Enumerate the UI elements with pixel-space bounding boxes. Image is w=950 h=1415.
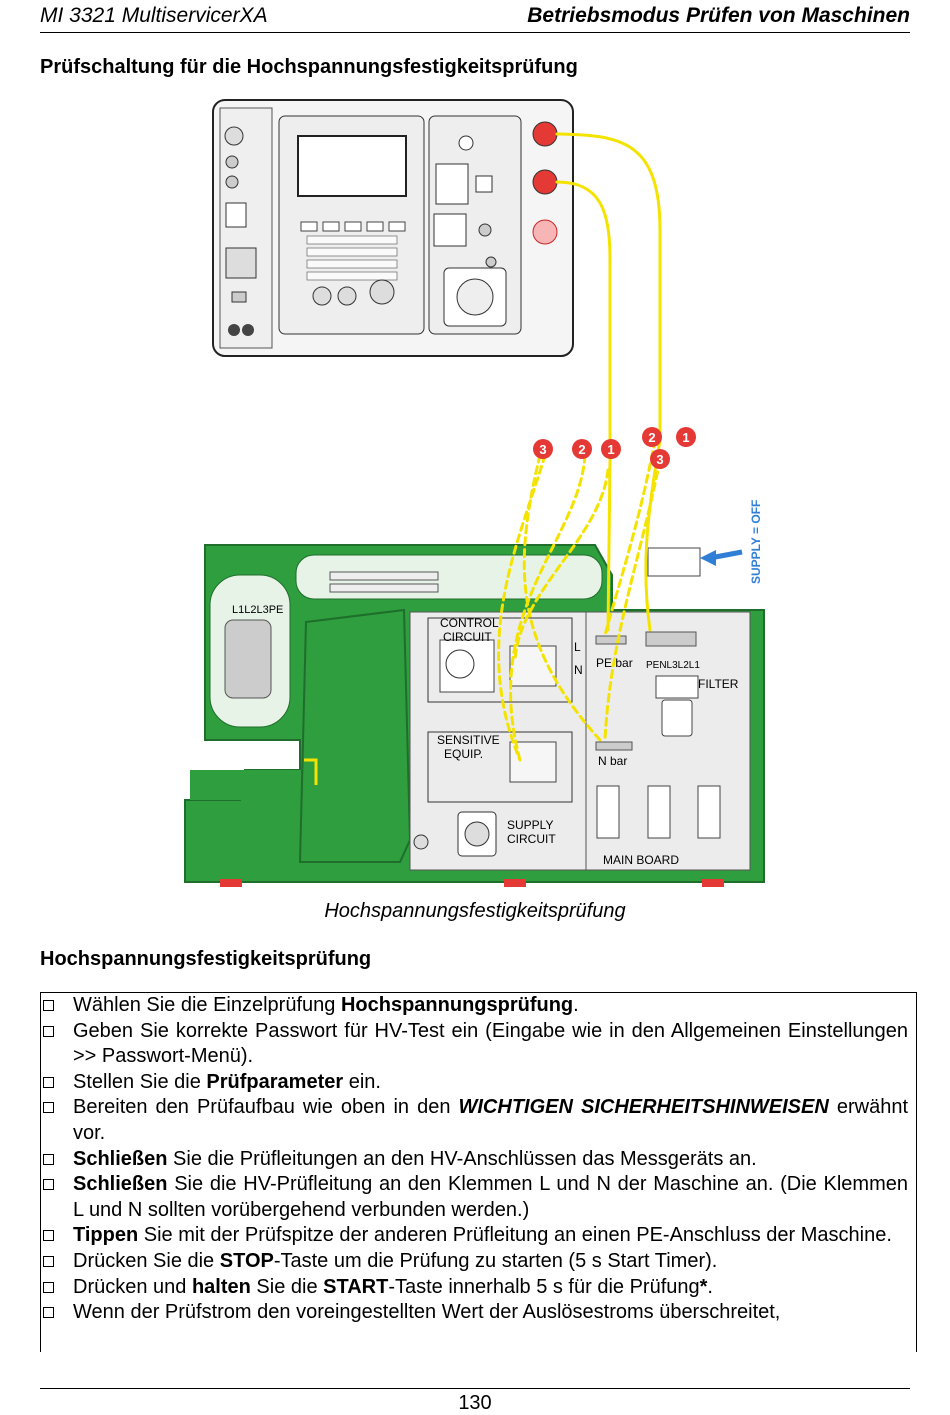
marker-label: 3 — [539, 442, 546, 457]
step-text: Wenn der Prüfstrom den voreingestellten … — [73, 1301, 781, 1324]
checkbox-bullet-icon — [43, 1076, 54, 1088]
step-text: Sie die — [250, 1275, 324, 1298]
step-text: -Taste um die Prüfung zu starten (5 s St… — [273, 1249, 718, 1272]
step-text: STOP — [219, 1249, 274, 1272]
test-leads — [497, 132, 662, 762]
step-text: Drücken und — [73, 1275, 192, 1298]
label-control-circuit: CONTROL — [440, 616, 499, 630]
label-n: N — [574, 663, 583, 677]
procedure-step: Schließen Sie die Prüfleitungen an den H… — [41, 1147, 916, 1173]
step-text: . — [573, 994, 579, 1016]
procedure-step: Stellen Sie die Prüfparameter ein. — [41, 1070, 916, 1096]
step-text: Schließen — [73, 1173, 168, 1196]
label-sensitive-equip: EQUIP. — [444, 747, 483, 761]
test-circuit-figure: 3 2 1 2 1 3 CONTROL CIRCUIT SENSITIVE EQ… — [180, 95, 780, 895]
page-footer-rule — [40, 1388, 910, 1389]
subsection-title: Hochspannungsfestigkeitsprüfung — [40, 948, 372, 970]
step-text: Tippen — [73, 1224, 139, 1247]
checkbox-bullet-icon — [43, 1255, 54, 1267]
checkbox-bullet-icon — [43, 1179, 54, 1191]
step-text: WICHTIGEN SICHERHEITSHINWEISEN — [458, 1096, 829, 1119]
header-chapter-title: Betriebsmodus Prüfen von Maschinen — [527, 4, 910, 27]
step-text: START — [323, 1275, 389, 1298]
procedure-step: Tippen Sie mit der Prüfspitze der andere… — [41, 1223, 916, 1249]
step-text: Geben Sie korrekte Passwort für HV-Test … — [73, 1019, 908, 1068]
instrument-illustration — [212, 99, 574, 357]
label-filter: FILTER — [698, 677, 739, 691]
step-text: halten — [191, 1275, 251, 1298]
lead-markers: 3 2 1 2 1 3 — [533, 427, 696, 469]
page-header: MI 3321 MultiservicerXA Betriebsmodus Pr… — [40, 2, 910, 33]
label-sensitive-equip: SENSITIVE — [437, 733, 500, 747]
label-pe-bar: PE bar — [596, 656, 633, 670]
step-text: * — [699, 1275, 708, 1298]
procedure-step: Geben Sie korrekte Passwort für HV-Test … — [41, 1019, 916, 1070]
label-terminals-l1l2l3pe: L1L2L3PE — [232, 604, 283, 616]
step-text: Sie die Prüfleitungen an den HV-Anschlüs… — [167, 1147, 757, 1170]
header-device-name: MI 3321 MultiservicerXA — [40, 4, 268, 27]
label-main-board: MAIN BOARD — [603, 853, 679, 867]
procedure-step: Drücken Sie die STOP-Taste um die Prüfun… — [41, 1249, 916, 1275]
checkbox-bullet-icon — [43, 1307, 54, 1319]
procedure-step: Drücken und halten Sie die START-Taste i… — [41, 1275, 916, 1301]
step-text: ein. — [343, 1070, 381, 1093]
page-number: 130 — [458, 1392, 492, 1414]
marker-label: 2 — [578, 442, 585, 457]
step-text: -Taste innerhalb 5 s für die Prüfung — [388, 1275, 700, 1298]
step-text: Bereiten den Prüfaufbau wie oben in den — [73, 1096, 459, 1119]
step-text: Sie die HV-Prüfleitung an den Klemmen L … — [73, 1173, 908, 1221]
marker-label: 1 — [607, 442, 614, 457]
label-l: L — [574, 640, 581, 654]
step-text: Schließen — [73, 1147, 168, 1170]
machine-illustration — [184, 544, 765, 887]
procedure-step: Wählen Sie die Einzelprüfung Hochspannun… — [41, 993, 916, 1019]
label-terminals-penl: PENL3L2L1 — [646, 660, 700, 671]
label-n-bar: N bar — [598, 754, 627, 768]
step-text: Prüfparameter — [206, 1070, 344, 1093]
step-text: Wählen Sie die Einzelprüfung — [73, 994, 341, 1016]
step-text: Hochspannungsprüfung — [340, 994, 574, 1016]
procedure-step: Schließen Sie die HV-Prüfleitung an den … — [41, 1172, 916, 1223]
checkbox-bullet-icon — [43, 1153, 54, 1165]
procedure-step: Wenn der Prüfstrom den voreingestellten … — [41, 1300, 916, 1326]
label-supply-circuit: CIRCUIT — [507, 832, 556, 846]
section-title: Prüfschaltung für die Hochspannungsfesti… — [40, 56, 578, 78]
marker-label: 1 — [682, 430, 689, 445]
label-control-circuit: CIRCUIT — [443, 630, 492, 644]
checkbox-bullet-icon — [43, 1102, 54, 1114]
checkbox-bullet-icon — [43, 1281, 54, 1293]
checkbox-bullet-icon — [43, 1000, 54, 1011]
procedure-steps-box: Wählen Sie die Einzelprüfung Hochspannun… — [40, 992, 917, 1352]
step-text: Sie mit der Prüfspitze der anderen Prüfl… — [138, 1224, 892, 1247]
checkbox-bullet-icon — [43, 1025, 54, 1037]
marker-label: 2 — [648, 430, 655, 445]
checkbox-bullet-icon — [43, 1230, 54, 1242]
test-circuit-diagram: 3 2 1 2 1 3 CONTROL CIRCUIT SENSITIVE EQ… — [184, 99, 765, 887]
label-supply-circuit: SUPPLY — [507, 818, 553, 832]
step-text: Stellen Sie die — [73, 1070, 207, 1093]
marker-label: 3 — [656, 452, 663, 467]
step-text: Drücken Sie die — [73, 1249, 220, 1272]
procedure-step: Bereiten den Prüfaufbau wie oben in den … — [41, 1095, 916, 1146]
step-text: . — [707, 1275, 713, 1298]
figure-caption: Hochspannungsfestigkeitsprüfung — [324, 900, 626, 922]
step-text: erwähnt vor. — [73, 1096, 908, 1144]
label-supply-off: SUPPLY = OFF — [749, 500, 763, 584]
